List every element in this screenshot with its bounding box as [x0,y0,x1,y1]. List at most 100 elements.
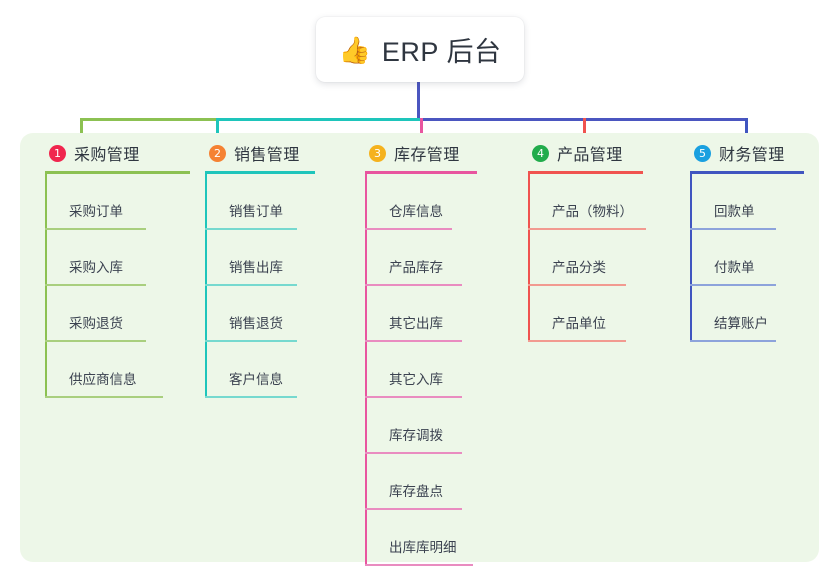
item-underline [205,284,297,286]
item-underline [205,340,297,342]
module-item-label: 库存盘点 [389,484,443,499]
module-item[interactable]: 销售退货 [205,286,315,342]
item-spine [365,342,367,398]
item-spine [205,286,207,342]
item-spine [45,174,47,230]
module-item[interactable]: 采购退货 [45,286,190,342]
item-spine [205,230,207,286]
item-spine [45,342,47,398]
module-item[interactable]: 采购订单 [45,174,190,230]
module-number-badge: 2 [209,144,226,162]
module-header-rule [365,171,477,174]
module-item-label: 结算账户 [714,316,768,331]
bus-teal [216,118,420,121]
item-underline [45,228,146,230]
module-header-4[interactable]: 4 产品管理 [528,140,643,166]
module-header-rule [690,171,804,174]
module-item-label: 供应商信息 [69,372,137,387]
item-underline [45,340,146,342]
item-spine [365,454,367,510]
module-column-3: 3 库存管理仓库信息产品库存其它出库其它入库库存调拨库存盘点出库库明细 [365,140,477,566]
module-column-4: 4 产品管理产品（物料）产品分类产品单位 [528,140,646,342]
module-item[interactable]: 结算账户 [690,286,804,342]
item-underline [365,508,462,510]
item-underline [690,340,776,342]
module-item[interactable]: 仓库信息 [365,174,477,230]
module-item[interactable]: 销售订单 [205,174,315,230]
item-underline [205,228,297,230]
module-title: 产品管理 [557,147,623,164]
item-underline [365,340,462,342]
module-item-label: 客户信息 [229,372,283,387]
item-spine [45,230,47,286]
module-item[interactable]: 采购入库 [45,230,190,286]
item-underline [690,284,776,286]
module-header-rule [528,171,643,174]
module-item[interactable]: 其它出库 [365,286,477,342]
item-underline [365,564,473,566]
module-item-list: 产品（物料）产品分类产品单位 [528,174,646,342]
module-item[interactable]: 产品分类 [528,230,643,286]
module-number-badge: 5 [694,144,711,162]
module-item-label: 产品单位 [552,316,606,331]
module-item[interactable]: 客户信息 [205,342,315,398]
module-item[interactable]: 付款单 [690,230,804,286]
item-spine [205,342,207,398]
module-item[interactable]: 产品库存 [365,230,477,286]
module-item[interactable]: 出库库明细 [365,510,477,566]
module-title: 销售管理 [234,147,300,164]
item-spine [690,286,692,342]
item-underline [528,340,626,342]
module-title: 库存管理 [394,147,460,164]
module-item-label: 销售退货 [229,316,283,331]
module-number-badge: 4 [532,144,549,162]
module-item[interactable]: 库存调拨 [365,398,477,454]
module-item[interactable]: 供应商信息 [45,342,190,398]
item-underline [690,228,776,230]
item-underline [365,452,462,454]
module-item[interactable]: 回款单 [690,174,804,230]
module-item[interactable]: 库存盘点 [365,454,477,510]
module-item-label: 产品库存 [389,260,443,275]
module-item-label: 回款单 [714,204,755,219]
module-item-label: 销售订单 [229,204,283,219]
module-item-label: 库存调拨 [389,428,443,443]
module-header-rule [45,171,190,174]
module-item-label: 其它出库 [389,316,443,331]
module-item-list: 仓库信息产品库存其它出库其它入库库存调拨库存盘点出库库明细 [365,174,477,566]
module-header-3[interactable]: 3 库存管理 [365,140,477,166]
module-item-label: 销售出库 [229,260,283,275]
module-number-badge: 1 [49,144,66,162]
module-item-label: 采购退货 [69,316,123,331]
item-spine [528,174,530,230]
item-underline [528,284,626,286]
item-underline [365,396,462,398]
module-item-label: 采购入库 [69,260,123,275]
module-header-2[interactable]: 2 销售管理 [205,140,315,166]
module-item[interactable]: 产品单位 [528,286,643,342]
item-spine [365,398,367,454]
module-item[interactable]: 其它入库 [365,342,477,398]
item-spine [365,230,367,286]
item-underline [205,396,297,398]
module-item-label: 出库库明细 [389,540,457,555]
item-spine [528,230,530,286]
module-column-2: 2 销售管理销售订单销售出库销售退货客户信息 [205,140,315,398]
item-spine [205,174,207,230]
item-spine [365,174,367,230]
module-item-label: 付款单 [714,260,755,275]
module-item[interactable]: 销售出库 [205,230,315,286]
module-number-badge: 3 [369,144,386,162]
item-underline [45,284,146,286]
root-node[interactable]: 👍 ERP 后台 [316,17,524,82]
item-underline [365,284,462,286]
module-item[interactable]: 产品（物料） [528,174,646,230]
item-underline [45,396,163,398]
module-item-list: 采购订单采购入库采购退货供应商信息 [45,174,190,398]
item-spine [365,286,367,342]
